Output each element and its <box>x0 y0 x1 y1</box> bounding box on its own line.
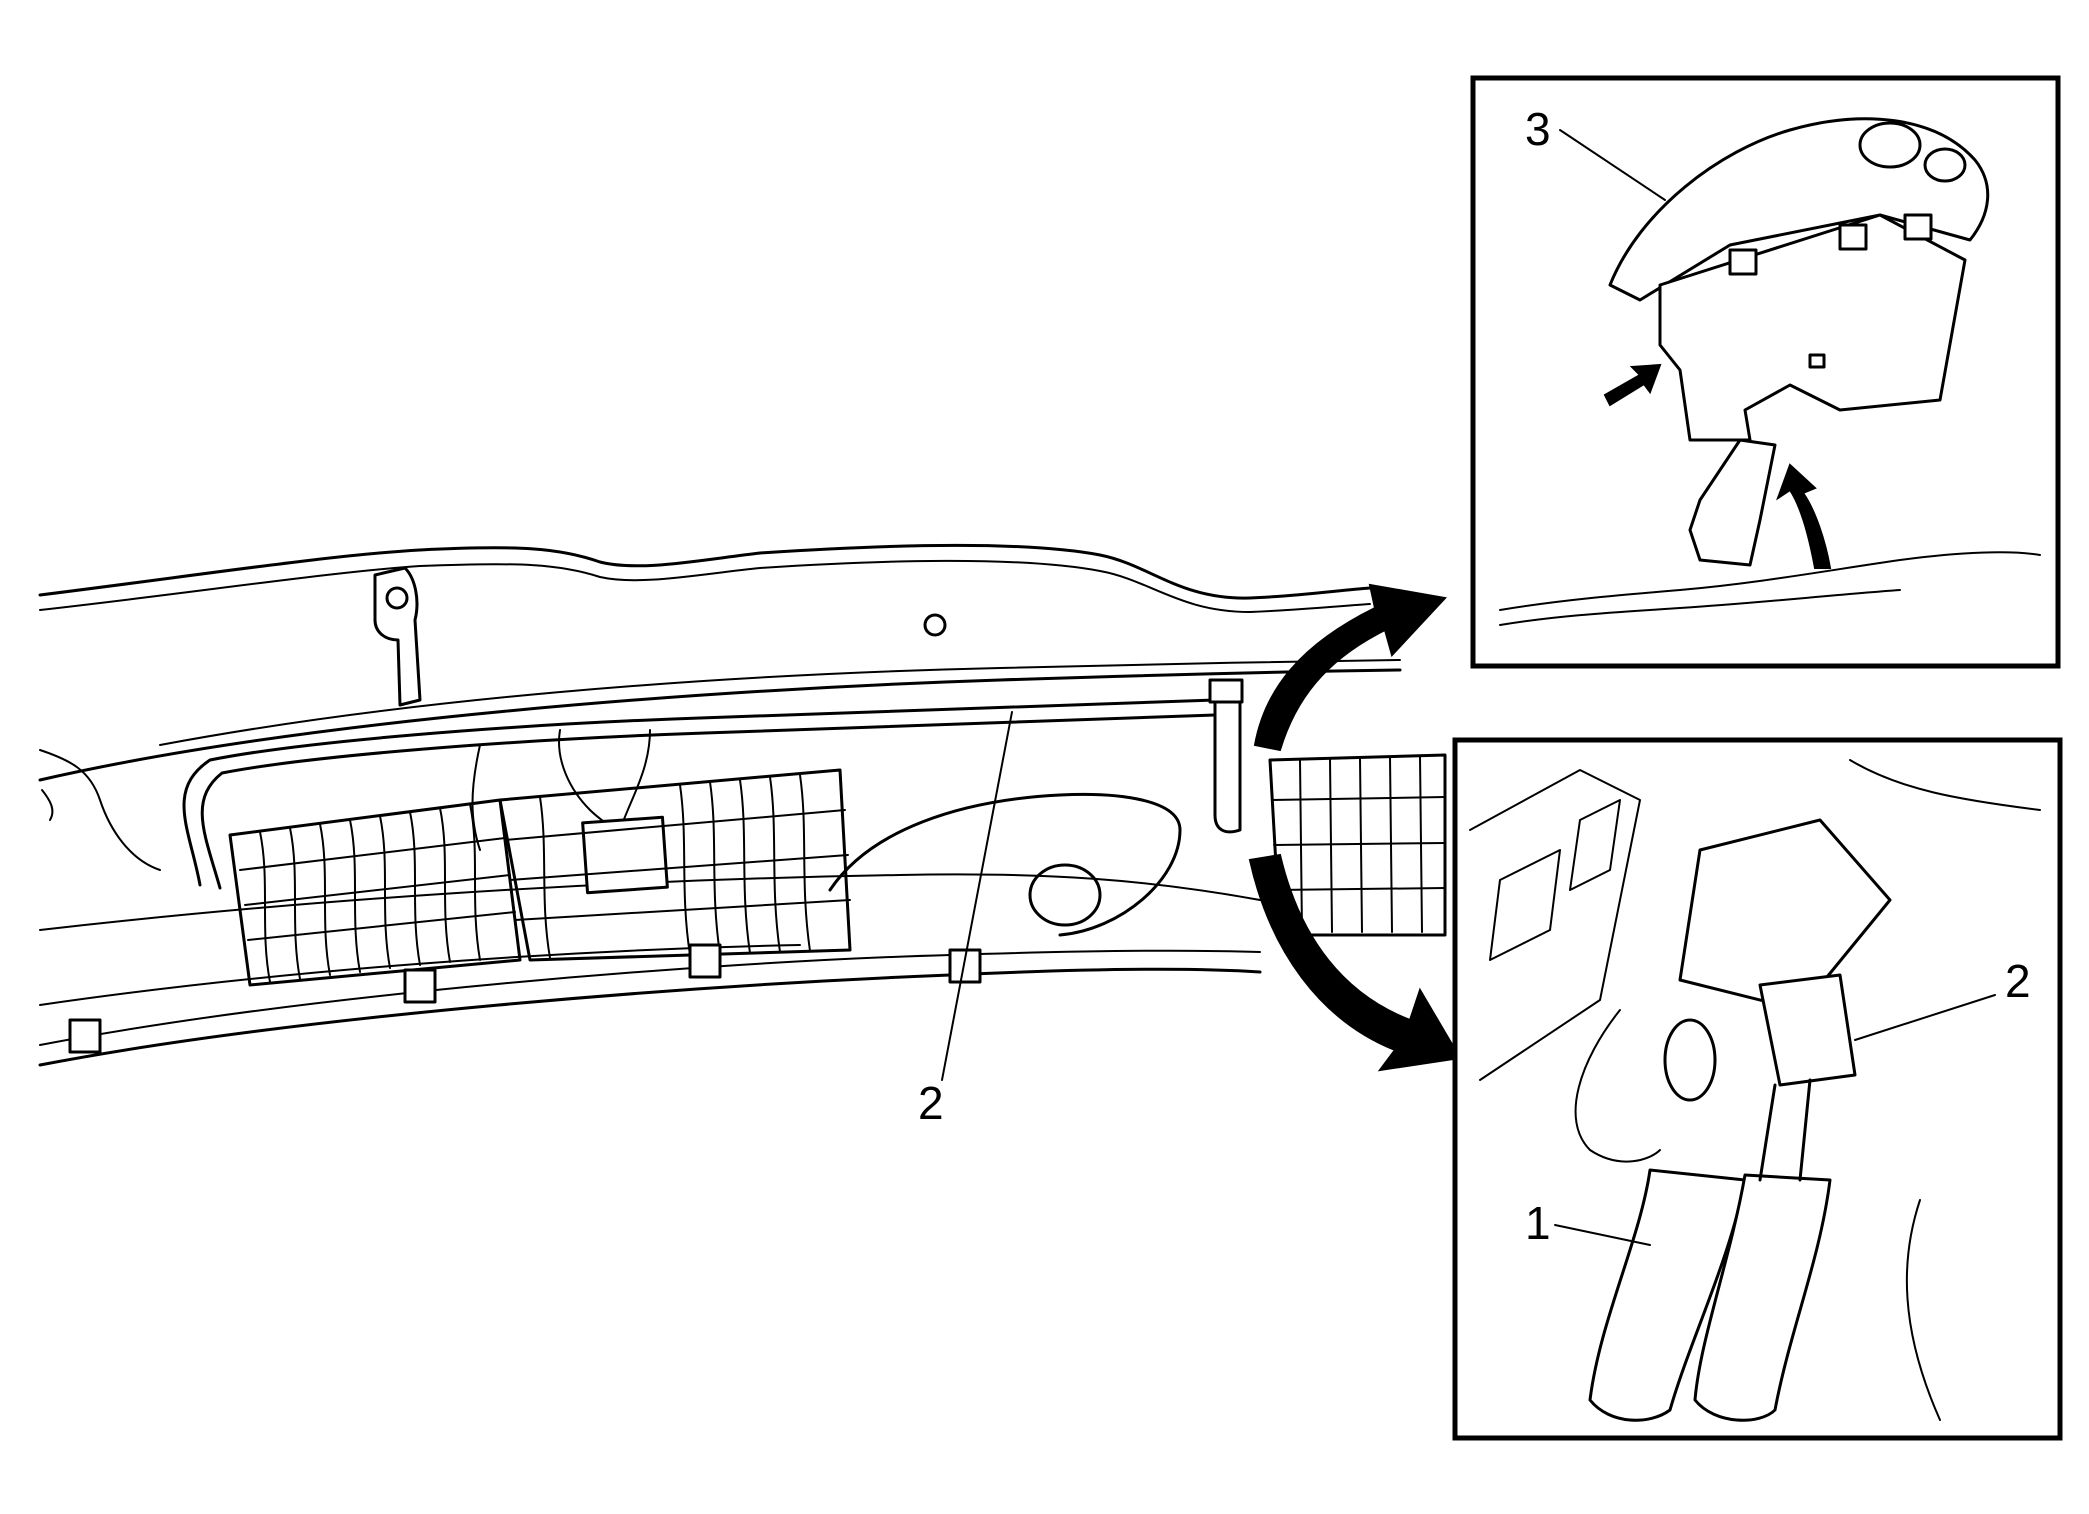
inset-bottom-panel-3 <box>1569 799 1621 891</box>
nozzle-cap <box>1608 117 1990 302</box>
callout-top-3: 3 <box>1525 103 1551 155</box>
left-grille <box>228 798 522 987</box>
cowl-left-mark <box>41 789 54 821</box>
wiper-well <box>828 792 1182 937</box>
inset-bottom <box>1452 737 2063 1441</box>
cowl-lower-edge <box>38 967 1262 1067</box>
outlet-stub <box>1663 1018 1717 1102</box>
callout-leader-bottom-2 <box>1854 994 1996 1041</box>
inset-top <box>1470 75 2061 669</box>
callout-bottom-1: 1 <box>1525 1197 1551 1249</box>
cowl-lower-edge-2 <box>39 949 1261 1046</box>
transition-arrows <box>1248 583 1462 1072</box>
inset-top-surface-2 <box>1499 589 1901 626</box>
nozzle-seat <box>1678 818 1892 1012</box>
callout-leader-main-2 <box>941 711 1013 1081</box>
bracket-hole <box>385 586 409 610</box>
callout-leader-top-3 <box>1559 129 1666 201</box>
center-grille <box>498 768 852 962</box>
cowl-top-edge <box>38 543 1372 600</box>
lift-arrow <box>1776 463 1832 569</box>
hose-1 <box>1588 1168 1747 1422</box>
nozzle-stem <box>1688 438 1777 567</box>
wiper-pivot <box>1028 863 1102 927</box>
cowl-lower-edge-3 <box>39 873 1261 931</box>
washer-hose <box>182 698 1217 887</box>
push-arrow <box>1603 363 1662 407</box>
inset-bottom-panel <box>1469 769 1641 1081</box>
nozzle-jet-2 <box>1923 147 1967 183</box>
clip-4 <box>68 1018 102 1054</box>
panel-hole <box>923 613 947 637</box>
arrow-to-top-inset <box>1253 583 1447 752</box>
hose-2-neck <box>1758 1078 1812 1182</box>
cowl-mid-edge <box>38 668 1402 782</box>
hose-drop <box>1213 698 1242 834</box>
inset-bottom-panel-2 <box>1489 849 1561 961</box>
inset-bottom-curve <box>1849 759 2041 811</box>
callout-bottom-2: 2 <box>2005 955 2031 1007</box>
cowl-left-end <box>39 749 161 871</box>
main-cowl-view <box>38 543 1447 1081</box>
hose-connector <box>1758 973 1857 1087</box>
mount-bracket <box>373 566 422 707</box>
inset-top-surface <box>1499 551 2041 611</box>
nozzle-slot <box>1808 353 1826 369</box>
cowl-top-edge-inner <box>39 559 1371 613</box>
inset-bottom-curve-2 <box>1905 1199 1941 1421</box>
hose-branch-2 <box>619 729 651 831</box>
cowl-ledge <box>159 659 1401 746</box>
callout-leader-bottom-1 <box>1554 1224 1651 1246</box>
nozzle-tab-1 <box>1728 248 1758 276</box>
clip-2 <box>688 943 722 979</box>
hose-clip <box>1208 678 1244 704</box>
hose-2 <box>1693 1173 1832 1422</box>
nozzle-jet-1 <box>1858 121 1922 169</box>
nozzle-tab-3 <box>1903 213 1933 241</box>
nozzle-tab-2 <box>1838 223 1868 251</box>
washer-hose-2 <box>200 713 1217 890</box>
clip-1 <box>403 968 437 1004</box>
callout-main-2: 2 <box>918 1077 944 1129</box>
wire <box>1574 1009 1661 1163</box>
